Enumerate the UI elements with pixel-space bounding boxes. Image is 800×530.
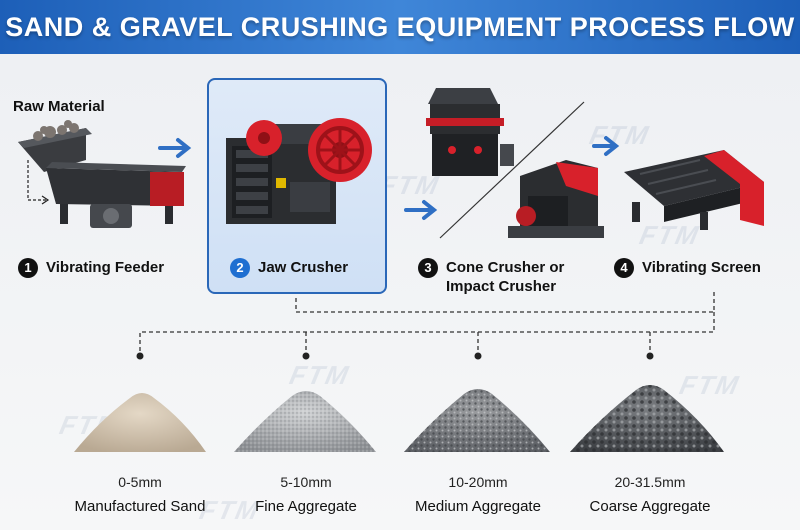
product-size-range: 0-5mm — [118, 474, 162, 490]
product-name: Manufactured Sand — [74, 498, 206, 515]
step-number-badge: 1 — [18, 258, 38, 278]
step-label: Vibrating Feeder — [46, 259, 165, 276]
title-banner — [0, 0, 800, 54]
step-number-badge: 3 — [418, 258, 438, 278]
jaw-crusher-machine — [226, 118, 372, 224]
flow-arrow-icon — [404, 200, 438, 220]
product-size-range: 10-20mm — [448, 474, 508, 490]
product-name: Coarse Aggregate — [589, 498, 711, 515]
step-vibrating-screen: 4 Vibrating Screen — [614, 258, 761, 278]
manufactured-sand-pile — [74, 393, 206, 452]
product-name: Fine Aggregate — [255, 498, 357, 515]
flow-arrow-icon — [158, 138, 192, 158]
connector-lines — [139, 290, 715, 352]
page-title: SAND & GRAVEL CRUSHING EQUIPMENT PROCESS… — [5, 12, 795, 42]
step-label: Vibrating Screen — [642, 259, 761, 276]
coarse-aggregate-pile — [570, 385, 724, 452]
step-number-badge: 2 — [230, 258, 250, 278]
step-vibrating-feeder: 1 Vibrating Feeder — [18, 258, 164, 278]
vibrating-feeder-machine — [18, 120, 186, 228]
product-size-range: 20-31.5mm — [614, 474, 686, 490]
impact-crusher-machine — [508, 160, 604, 238]
step-jaw-crusher: 2 Jaw Crusher — [230, 258, 348, 278]
cone-crusher-machine — [426, 88, 514, 176]
step-label: Jaw Crusher — [258, 259, 349, 276]
vibrating-screen-machine — [624, 150, 764, 230]
step-label: Cone Crusher or — [446, 259, 565, 276]
product-size-range: 5-10mm — [280, 474, 332, 490]
medium-aggregate-pile — [404, 389, 550, 452]
fine-aggregate-pile — [234, 391, 376, 452]
step-cone-or-impact-crusher: 3 Cone Crusher or Impact Crusher — [418, 258, 564, 296]
step-number-badge: 4 — [614, 258, 634, 278]
alternative-divider — [439, 101, 585, 239]
product-name: Medium Aggregate — [415, 498, 541, 515]
raw-material-label: Raw Material — [13, 98, 105, 115]
step-label-line2: Impact Crusher — [446, 278, 557, 295]
flow-arrow-icon — [592, 136, 620, 156]
